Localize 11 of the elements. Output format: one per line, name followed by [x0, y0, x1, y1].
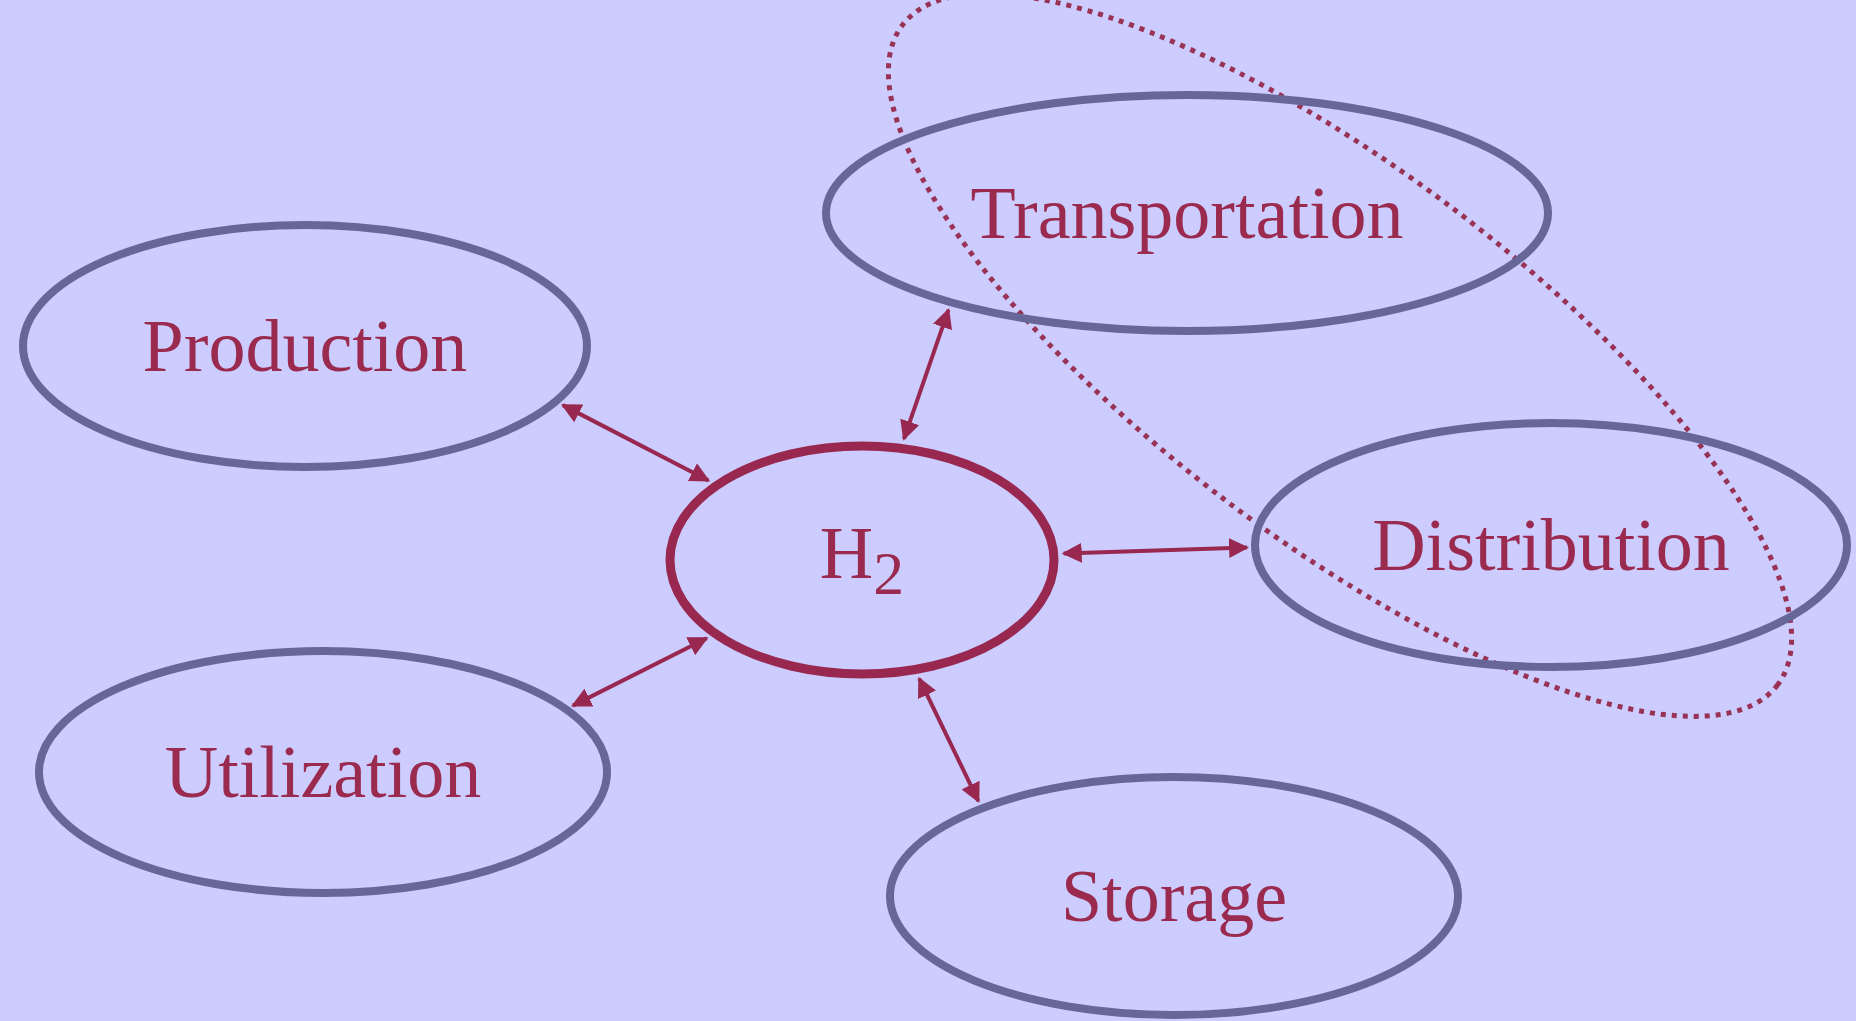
- node-label: Utilization: [164, 729, 482, 815]
- node-label: H$_{2}$: [819, 511, 905, 609]
- node-label: Production: [142, 303, 468, 389]
- double-arrow: [1061, 538, 1250, 563]
- node-label: Storage: [1060, 853, 1287, 939]
- double-arrow: [900, 308, 952, 441]
- double-arrow: [561, 403, 711, 483]
- node-label: Distribution: [1372, 502, 1730, 588]
- double-arrow: [571, 636, 709, 708]
- double-arrow: [917, 676, 981, 803]
- node-label: Transportation: [970, 170, 1404, 256]
